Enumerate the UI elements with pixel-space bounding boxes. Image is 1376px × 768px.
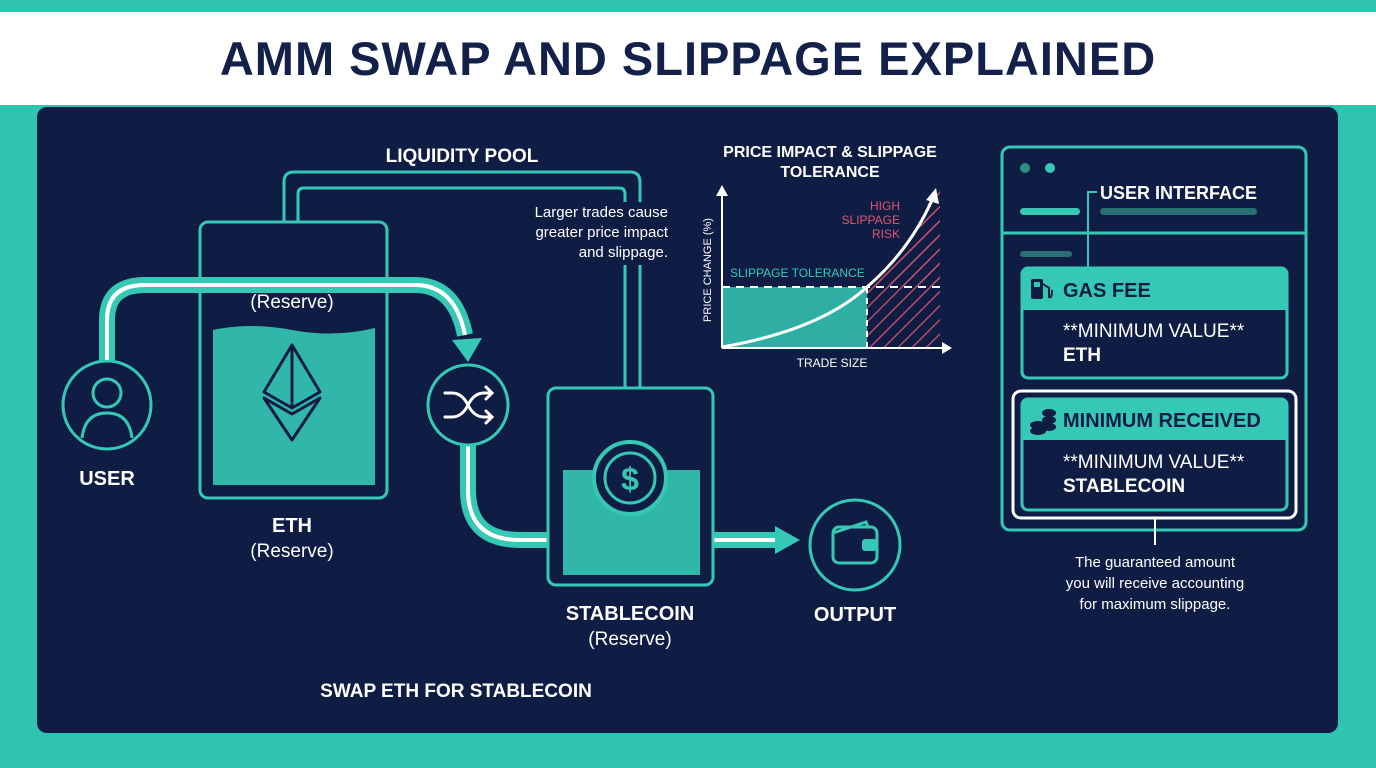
risk-label: SLIPPAGE [842, 213, 900, 227]
x-axis-label: TRADE SIZE [797, 356, 868, 370]
flow-arrow-in [99, 277, 482, 362]
price-impact-curve [721, 197, 935, 349]
price-impact-note: Larger trades cause greater price impact… [535, 204, 669, 261]
swap-caption: SWAP ETH FOR STABLECOIN [320, 681, 592, 702]
page-title: AMM SWAP AND SLIPPAGE EXPLAINED [219, 32, 1157, 85]
footnote-line: you will receive accounting [1066, 575, 1244, 592]
shuffle-icon[interactable] [426, 363, 510, 447]
ui-footnote: The guaranteed amount you will receive a… [1066, 554, 1244, 613]
svg-text:$: $ [621, 461, 639, 497]
user-icon[interactable] [61, 359, 153, 451]
wallet-icon[interactable] [808, 498, 902, 592]
footnote-line: The guaranteed amount [1075, 554, 1236, 571]
user-label: USER [79, 468, 135, 490]
gas-pump-icon [1031, 279, 1053, 299]
gas-fee-card: GAS FEE **MINIMUM VALUE** ETH [1020, 266, 1289, 380]
minimum-received-value: **MINIMUM VALUE** [1063, 452, 1245, 473]
note-line: and slippage. [579, 244, 668, 261]
y-axis-label: PRICE CHANGE (%) [702, 218, 714, 322]
price-impact-chart: PRICE IMPACT & SLIPPAGE TOLERANCE TRADE … [702, 144, 952, 370]
ethereum-icon [262, 343, 322, 442]
note-line: greater price impact [535, 224, 668, 241]
gas-fee-value: **MINIMUM VALUE** [1063, 321, 1245, 342]
eth-inner-reserve-label: (Reserve) [250, 292, 333, 313]
gas-fee-title: GAS FEE [1063, 280, 1151, 302]
stablecoin-label: STABLECOIN [566, 603, 695, 625]
eth-reserve-box: (Reserve) [198, 220, 389, 500]
risk-area-upper [867, 188, 940, 287]
note-line: Larger trades cause [535, 204, 668, 221]
chart-title-line: TOLERANCE [780, 164, 880, 181]
tolerance-area [722, 287, 867, 348]
liquidity-pool-label: LIQUIDITY POOL [386, 146, 539, 167]
stablecoin-reserve-box: $ [546, 386, 715, 587]
risk-label: RISK [872, 227, 900, 241]
risk-label: HIGH [870, 199, 900, 213]
output-label: OUTPUT [814, 604, 896, 626]
gas-fee-unit: ETH [1063, 345, 1101, 366]
user-interface-panel: USER INTERFACE GAS FEE **MINIMUM VALUE**… [1000, 145, 1308, 545]
minimum-received-unit: STABLECOIN [1063, 476, 1185, 497]
minimum-received-card: MINIMUM RECEIVED **MINIMUM VALUE** STABL… [1011, 389, 1298, 520]
flow-arrow-out [460, 445, 800, 554]
eth-reserve-label: (Reserve) [250, 541, 333, 562]
risk-area-lower [867, 287, 940, 348]
eth-label: ETH [272, 515, 312, 537]
chart-title-line: PRICE IMPACT & SLIPPAGE [723, 144, 937, 161]
tolerance-label: SLIPPAGE TOLERANCE [730, 266, 865, 280]
stablecoin-reserve-label: (Reserve) [588, 629, 671, 650]
coins-icon [1030, 409, 1056, 435]
dollar-coin-icon: $ [592, 440, 668, 516]
footnote-line: for maximum slippage. [1080, 596, 1231, 613]
header: AMM SWAP AND SLIPPAGE EXPLAINED [0, 12, 1376, 105]
ui-label: USER INTERFACE [1100, 183, 1257, 203]
pool-pipe [282, 170, 642, 388]
minimum-received-title: MINIMUM RECEIVED [1063, 410, 1261, 432]
